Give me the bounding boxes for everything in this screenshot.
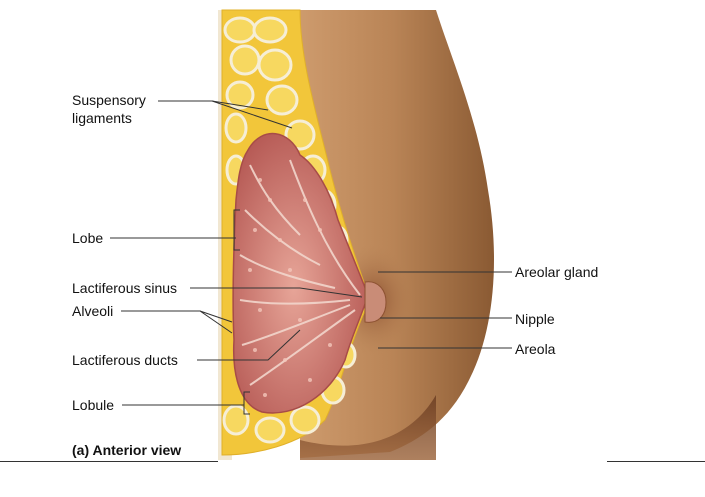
label-areolar-gland: Areolar gland bbox=[515, 264, 599, 280]
lobe-outlines bbox=[239, 159, 361, 386]
label-suspensory-line1: Suspensory bbox=[72, 92, 146, 108]
label-lactiferous-ducts: Lactiferous ducts bbox=[72, 352, 178, 368]
label-suspensory-line2: ligaments bbox=[72, 110, 132, 126]
label-lobe: Lobe bbox=[72, 230, 104, 246]
lobe-bracket bbox=[233, 209, 240, 251]
leader-alveoli bbox=[121, 310, 233, 334]
leader-suspensory bbox=[158, 100, 293, 129]
label-lobule: Lobule bbox=[72, 397, 115, 413]
nipple-shape bbox=[364, 281, 387, 323]
leader-lactiferous-ducts bbox=[197, 329, 301, 361]
leader-lactiferous-sinus bbox=[190, 287, 363, 298]
label-nipple: Nipple bbox=[515, 311, 555, 327]
figure-caption: (a) Anterior view bbox=[72, 442, 182, 458]
gland-tissue bbox=[232, 133, 369, 414]
label-lactiferous-sinus: Lactiferous sinus bbox=[72, 280, 178, 296]
caption-rule-right bbox=[607, 461, 705, 462]
alveoli-dots bbox=[248, 178, 332, 397]
leader-lines bbox=[110, 100, 512, 406]
label-areola: Areola bbox=[515, 341, 556, 357]
label-alveoli: Alveoli bbox=[72, 303, 114, 319]
caption-rule-left bbox=[0, 461, 218, 462]
lobule-bracket bbox=[243, 391, 250, 415]
chest-fold bbox=[300, 395, 436, 460]
